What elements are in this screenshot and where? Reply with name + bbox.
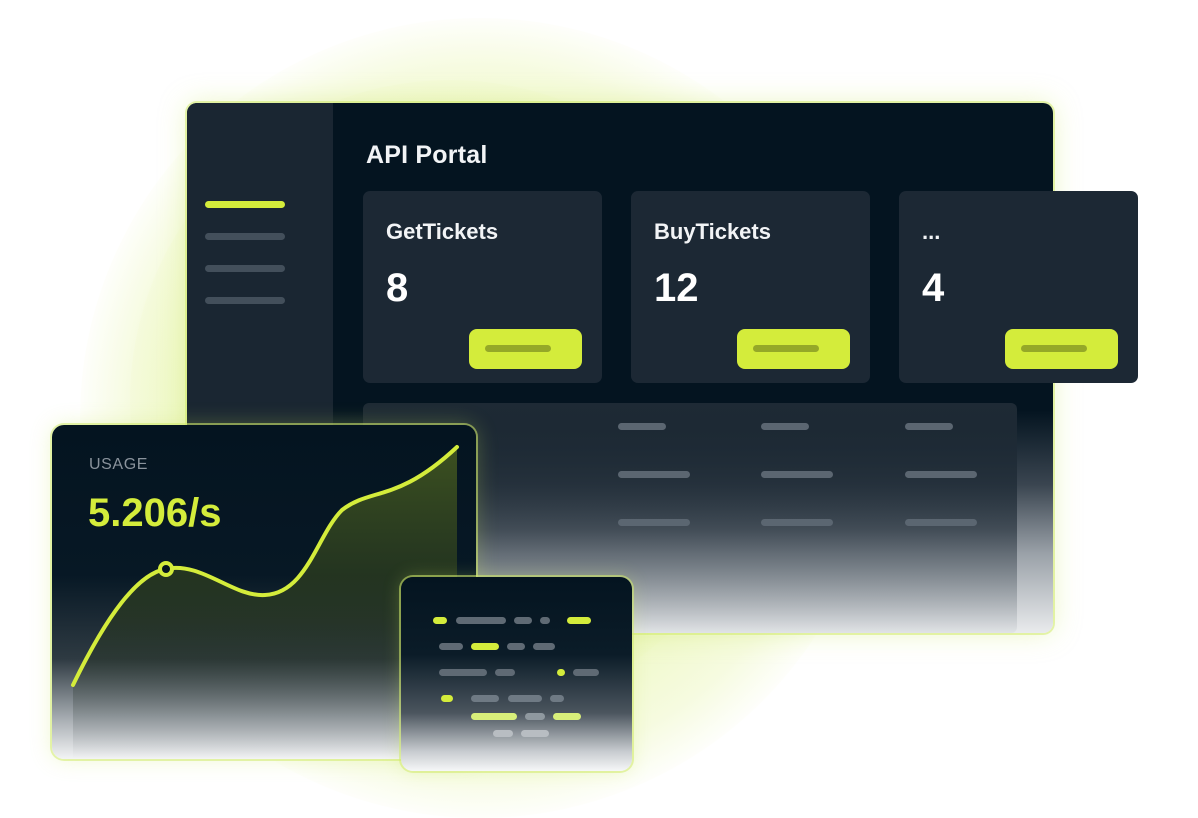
card-name: ... bbox=[922, 219, 941, 244]
code-token bbox=[471, 713, 517, 720]
button-label-placeholder bbox=[485, 345, 551, 352]
code-token bbox=[557, 669, 565, 676]
usage-label: USAGE bbox=[89, 456, 149, 473]
card-action-button[interactable] bbox=[737, 329, 850, 369]
usage-line bbox=[71, 445, 459, 687]
code-token bbox=[573, 669, 599, 676]
code-token bbox=[493, 730, 513, 737]
table-cell bbox=[618, 471, 690, 478]
table-header-cell bbox=[761, 423, 809, 430]
table-cell bbox=[761, 471, 833, 478]
endpoint-card-gettickets[interactable]: GetTickets 8 bbox=[363, 191, 602, 383]
endpoint-card-buytickets[interactable]: BuyTickets 12 bbox=[631, 191, 870, 383]
card-count: 12 bbox=[654, 266, 699, 310]
code-token bbox=[471, 695, 499, 702]
code-token bbox=[567, 617, 591, 624]
table-cell bbox=[618, 519, 690, 526]
sidebar-item[interactable] bbox=[205, 233, 285, 240]
code-token bbox=[508, 695, 542, 702]
code-token bbox=[456, 617, 506, 624]
code-token bbox=[495, 669, 515, 676]
code-token bbox=[441, 695, 453, 702]
card-count: 8 bbox=[386, 266, 409, 310]
table-cell bbox=[905, 471, 977, 478]
table-cell bbox=[905, 519, 977, 526]
usage-value: 5.206/s bbox=[88, 491, 222, 535]
code-token bbox=[439, 669, 487, 676]
card-name: BuyTickets bbox=[654, 219, 771, 244]
code-token bbox=[521, 730, 549, 737]
code-token bbox=[553, 713, 581, 720]
code-token bbox=[433, 617, 447, 624]
code-token bbox=[471, 643, 499, 650]
code-token bbox=[507, 643, 525, 650]
code-snippet-panel bbox=[401, 577, 632, 771]
table-cell bbox=[761, 519, 833, 526]
button-label-placeholder bbox=[1021, 345, 1087, 352]
code-token bbox=[540, 617, 550, 624]
code-token bbox=[525, 713, 545, 720]
page-title: API Portal bbox=[366, 141, 488, 169]
table-header-cell bbox=[618, 423, 666, 430]
usage-point-marker-inner bbox=[162, 565, 170, 573]
sidebar-item-active[interactable] bbox=[205, 201, 285, 208]
usage-area bbox=[73, 447, 457, 759]
sidebar-item[interactable] bbox=[205, 265, 285, 272]
card-action-button[interactable] bbox=[1005, 329, 1118, 369]
endpoint-card-more[interactable]: ... 4 bbox=[899, 191, 1138, 383]
card-action-button[interactable] bbox=[469, 329, 582, 369]
code-token bbox=[550, 695, 564, 702]
code-token bbox=[439, 643, 463, 650]
code-token bbox=[533, 643, 555, 650]
usage-sparkline bbox=[71, 445, 459, 759]
code-token bbox=[514, 617, 532, 624]
sidebar-item[interactable] bbox=[205, 297, 285, 304]
button-label-placeholder bbox=[753, 345, 819, 352]
table-header-cell bbox=[905, 423, 953, 430]
card-name: GetTickets bbox=[386, 219, 499, 244]
card-count: 4 bbox=[922, 266, 945, 310]
